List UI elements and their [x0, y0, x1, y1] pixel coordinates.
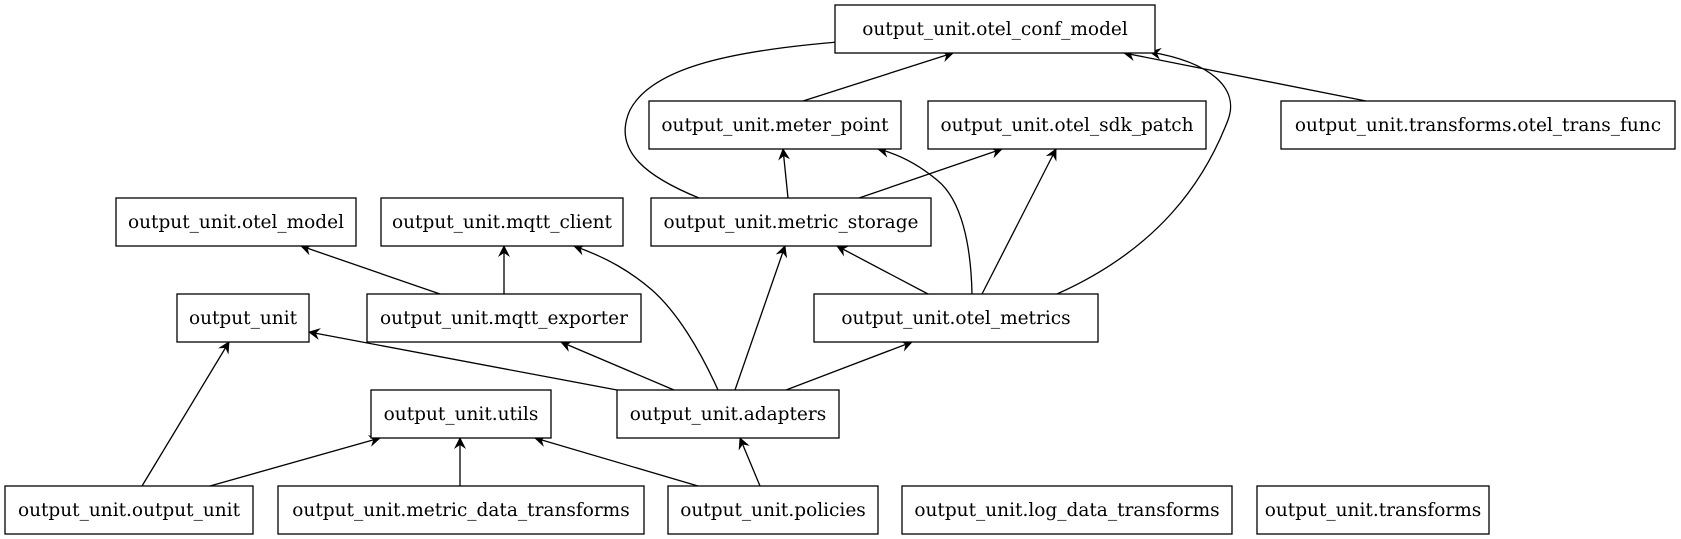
node-box	[650, 197, 932, 247]
edge-adapters-to-otel-metrics	[785, 340, 913, 391]
node-box	[370, 389, 552, 439]
edge-otel-metrics-to-otel-sdk-patch	[981, 148, 1057, 295]
edge-adapters-to-mqtt-exporter	[560, 340, 675, 391]
edge-layer	[141, 34, 1367, 487]
node-box	[648, 100, 902, 150]
edge-metric-storage-to-otel-conf-model	[624, 34, 866, 199]
edge-mqtt-exporter-to-otel-model	[300, 243, 441, 295]
node-otel-trans-func: output_unit.transforms.otel_trans_func	[1280, 100, 1676, 150]
node-box	[667, 485, 879, 535]
node-box	[1256, 485, 1490, 535]
node-label: output_unit.policies	[680, 500, 866, 521]
node-box	[1280, 100, 1676, 150]
node-box	[901, 485, 1233, 535]
node-mqtt-exporter: output_unit.mqtt_exporter	[366, 293, 642, 343]
node-mqtt-client: output_unit.mqtt_client	[380, 197, 624, 247]
node-box	[115, 197, 357, 247]
node-label: output_unit.metric_data_transforms	[292, 500, 629, 521]
edge-metric-storage-to-otel-sdk-patch	[858, 146, 1003, 199]
node-label: output_unit.output_unit	[18, 500, 241, 521]
edge-metric-storage-to-meter-point	[778, 148, 791, 199]
node-box	[380, 197, 624, 247]
node-otel-model: output_unit.otel_model	[115, 197, 357, 247]
node-label: output_unit.transforms.otel_trans_func	[1295, 115, 1661, 136]
node-transforms: output_unit.transforms	[1256, 485, 1490, 535]
edge-otel-metrics-to-meter-point	[877, 145, 973, 295]
node-utils: output_unit.utils	[370, 389, 552, 439]
node-label: output_unit.meter_point	[661, 115, 889, 136]
node-box	[277, 485, 645, 535]
node-box	[4, 485, 254, 535]
node-label: output_unit.mqtt_exporter	[380, 308, 628, 329]
node-box	[366, 293, 642, 343]
node-box	[927, 100, 1207, 150]
edge-policies-to-utils	[534, 435, 699, 487]
edge-otel-trans-func-to-otel-conf-model	[1123, 49, 1367, 102]
node-label: output_unit.metric_storage	[663, 212, 918, 233]
node-otel-sdk-patch: output_unit.otel_sdk_patch	[927, 100, 1207, 150]
node-log-data-transforms: output_unit.log_data_transforms	[901, 485, 1233, 535]
node-meter-point: output_unit.meter_point	[648, 100, 902, 150]
node-policies: output_unit.policies	[667, 485, 879, 535]
node-output-unit-mod: output_unit.output_unit	[4, 485, 254, 535]
node-label: output_unit.adapters	[630, 404, 826, 425]
node-box	[834, 4, 1156, 54]
edge-meter-point-to-otel-conf-model	[802, 50, 954, 102]
node-label: output_unit.otel_metrics	[841, 308, 1070, 329]
node-label: output_unit.otel_conf_model	[862, 19, 1128, 40]
edge-adapters-to-mqtt-client	[573, 244, 719, 391]
node-label: output_unit.otel_model	[128, 212, 344, 233]
node-label: output_unit	[189, 308, 298, 329]
node-adapters: output_unit.adapters	[616, 389, 840, 439]
node-output-unit-pkg: output_unit	[176, 293, 310, 343]
node-box	[176, 293, 310, 343]
node-label: output_unit.log_data_transforms	[914, 500, 1219, 521]
node-otel-conf-model: output_unit.otel_conf_model	[834, 4, 1156, 54]
edge-otel-metrics-to-otel-conf-model	[1056, 47, 1232, 295]
node-layer: output_unit.otel_conf_model output_unit.m…	[4, 4, 1676, 535]
edge-output-unit-mod-to-utils	[209, 435, 381, 487]
node-metric-data-transforms: output_unit.metric_data_transforms	[277, 485, 645, 535]
edge-policies-to-adapters	[738, 437, 761, 487]
node-label: output_unit.utils	[384, 404, 539, 425]
node-label: output_unit.mqtt_client	[392, 212, 613, 233]
node-box	[616, 389, 840, 439]
edge-adapters-to-output-unit-pkg	[308, 328, 618, 391]
edge-otel-metrics-to-metric-storage	[836, 245, 929, 295]
node-label: output_unit.otel_sdk_patch	[940, 115, 1193, 136]
edge-output-unit-mod-to-output-unit-pkg	[141, 341, 230, 487]
node-otel-metrics: output_unit.otel_metrics	[813, 293, 1099, 343]
node-label: output_unit.transforms	[1265, 500, 1482, 521]
node-box	[813, 293, 1099, 343]
node-metric-storage: output_unit.metric_storage	[650, 197, 932, 247]
edge-adapters-to-metric-storage	[734, 245, 788, 391]
